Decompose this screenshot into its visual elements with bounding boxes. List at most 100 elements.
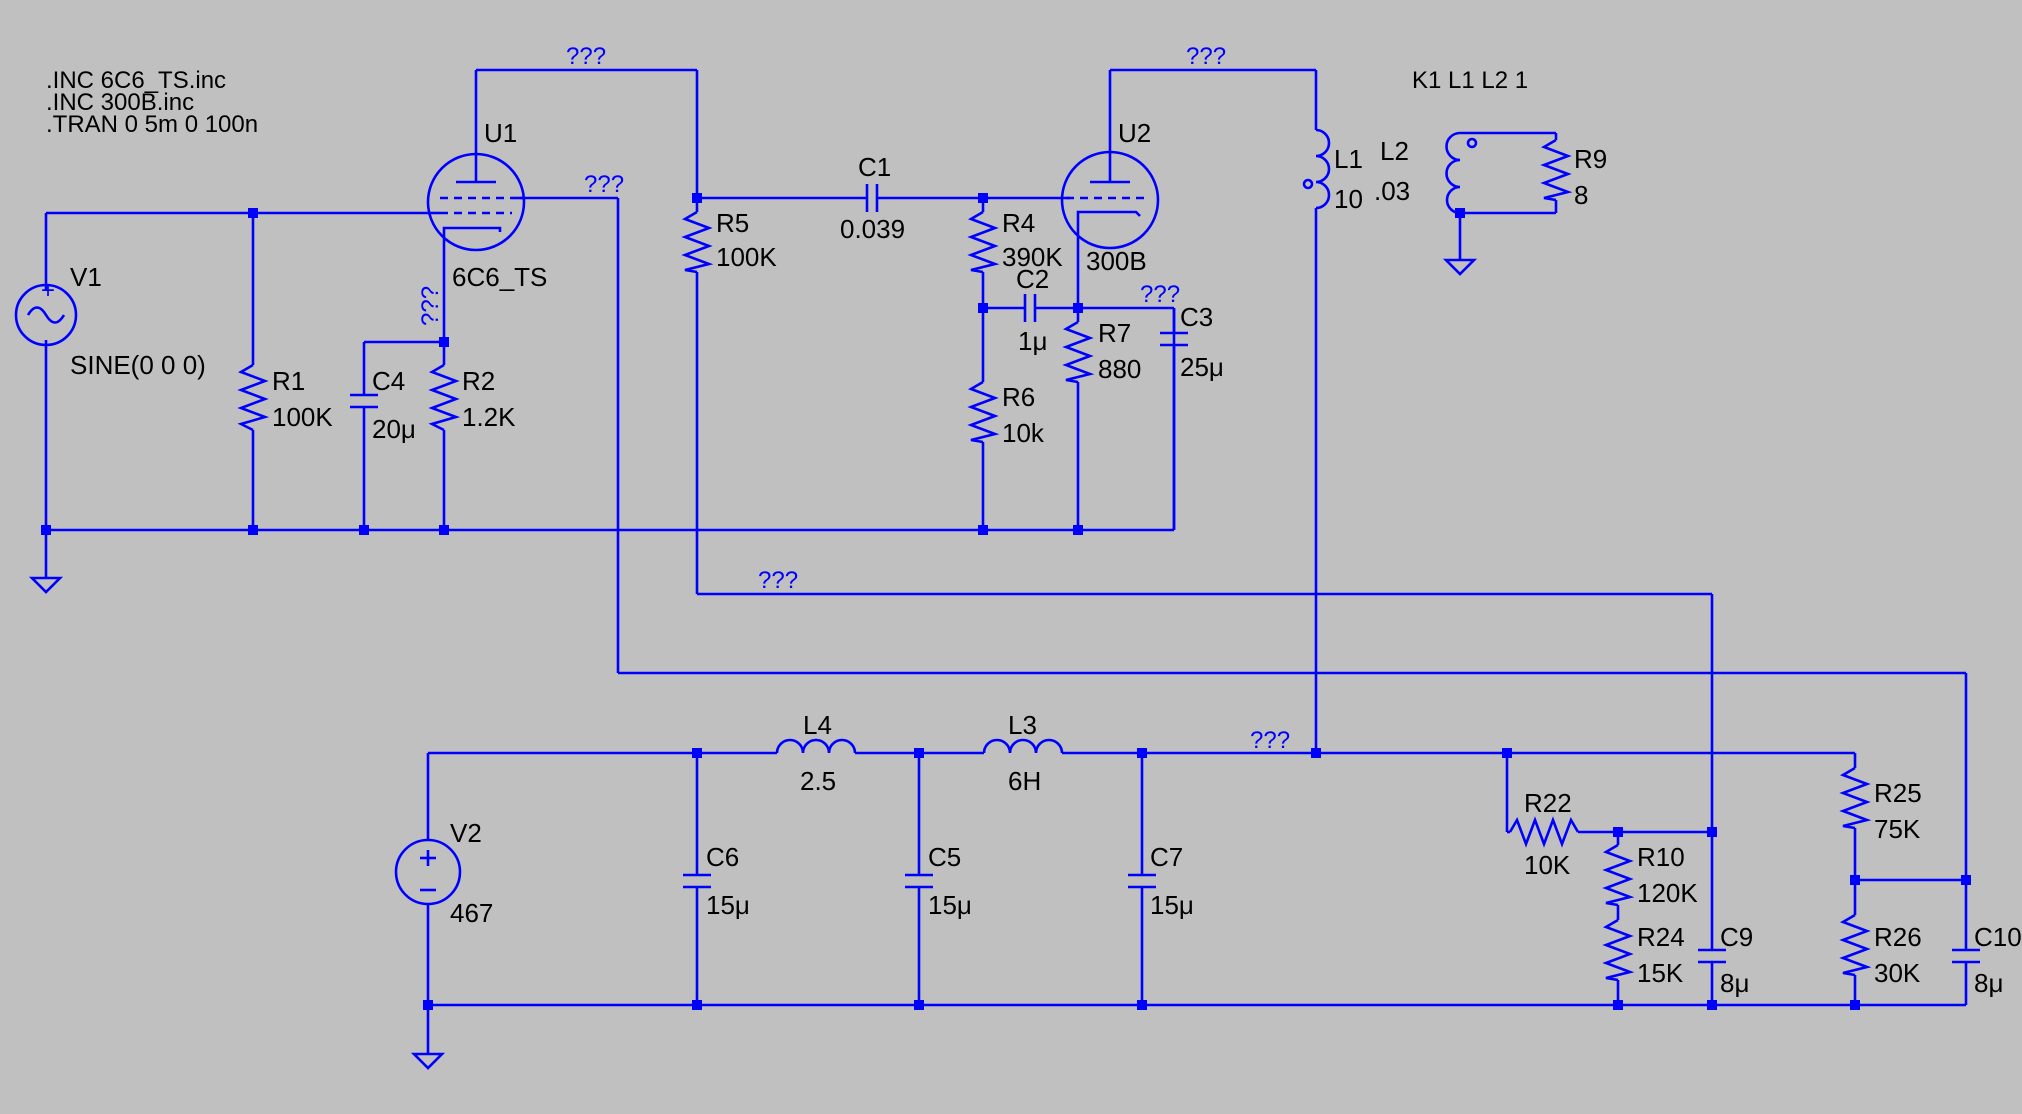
net-label-u2-plate: ??? — [1186, 43, 1226, 70]
c2-name: C2 — [1016, 264, 1049, 294]
ground-symbol-speaker — [1442, 258, 1478, 276]
ground-symbol-supply — [410, 1052, 446, 1070]
capacitor-c9[interactable] — [1698, 948, 1726, 964]
resistor-r9[interactable] — [1540, 138, 1573, 202]
l3-name: L3 — [1008, 710, 1037, 740]
r22-value: 10K — [1524, 850, 1571, 880]
r5-name: R5 — [716, 208, 749, 238]
capacitor-c7[interactable] — [1128, 873, 1156, 889]
resistor-r22[interactable] — [1508, 816, 1580, 848]
tube-u2[interactable] — [1060, 150, 1160, 250]
net-label-u1-cathode: ??? — [417, 286, 444, 326]
net-label-u1-screen: ??? — [584, 171, 624, 198]
inductor-l1[interactable] — [1302, 128, 1331, 210]
l1-name: L1 — [1334, 144, 1363, 174]
r24-value: 15K — [1637, 958, 1684, 988]
r2-name: R2 — [462, 366, 495, 396]
capacitor-c1[interactable] — [865, 184, 879, 212]
r26-name: R26 — [1874, 922, 1922, 952]
r26-value: 30K — [1874, 958, 1921, 988]
c10-name: C10 — [1974, 922, 2022, 952]
c7-name: C7 — [1150, 842, 1183, 872]
l4-value: 2.5 — [800, 766, 836, 796]
c1-name: C1 — [858, 152, 891, 182]
r5-value: 100K — [716, 242, 777, 272]
directive-tran[interactable]: .TRAN 0 5m 0 100n — [46, 111, 258, 138]
resistor-r26[interactable] — [1839, 913, 1872, 977]
u1-name: U1 — [484, 118, 517, 148]
r22-name: R22 — [1524, 788, 1572, 818]
r25-value: 75K — [1874, 814, 1921, 844]
u2-value: 300B — [1086, 246, 1147, 276]
capacitor-c4[interactable] — [350, 393, 378, 409]
c5-value: 15μ — [928, 890, 972, 920]
r10-name: R10 — [1637, 842, 1685, 872]
c1-value: 0.039 — [840, 214, 905, 244]
inductor-l2[interactable] — [1445, 131, 1478, 215]
net-label-r5-supply: ??? — [758, 567, 798, 594]
resistor-r10[interactable] — [1602, 843, 1635, 907]
u1-value: 6C6_TS — [452, 262, 547, 292]
ground-symbol-input — [28, 576, 64, 594]
v2-name: V2 — [450, 818, 482, 848]
svg-text:+: + — [41, 277, 55, 304]
c9-name: C9 — [1720, 922, 1753, 952]
directive-inc-300b[interactable]: .INC 300B.inc — [46, 89, 194, 116]
r9-value: 8 — [1574, 180, 1588, 210]
tube-u1[interactable] — [426, 152, 526, 252]
c9-value: 8μ — [1720, 968, 1749, 998]
net-label-u1-plate: ??? — [566, 43, 606, 70]
c2-value: 1μ — [1018, 326, 1047, 356]
resistor-r5[interactable] — [681, 210, 714, 274]
v2-value: 467 — [450, 898, 493, 928]
c4-name: C4 — [372, 366, 405, 396]
r7-name: R7 — [1098, 318, 1131, 348]
r10-value: 120K — [1637, 878, 1698, 908]
directive-coupling[interactable]: K1 L1 L2 1 — [1412, 67, 1528, 94]
resistor-r25[interactable] — [1839, 766, 1872, 830]
l2-name: L2 — [1380, 136, 1409, 166]
u2-name: U2 — [1118, 118, 1151, 148]
c6-value: 15μ — [706, 890, 750, 920]
v1-name: V1 — [70, 262, 102, 292]
r1-value: 100K — [272, 402, 333, 432]
l1-value: 10 — [1334, 184, 1363, 214]
net-label-b-plus: ??? — [1250, 727, 1290, 754]
c3-value: 25μ — [1180, 352, 1224, 382]
v1-value: SINE(0 0 0) — [70, 350, 206, 380]
resistor-r24[interactable] — [1602, 918, 1635, 982]
resistor-r6[interactable] — [967, 380, 1000, 444]
l2-value: .03 — [1374, 176, 1410, 206]
r25-name: R25 — [1874, 778, 1922, 808]
directive-inc-6c6[interactable]: .INC 6C6_TS.inc — [46, 67, 226, 94]
l3-value: 6H — [1008, 766, 1041, 796]
capacitor-c6[interactable] — [683, 873, 711, 889]
net-label-u2-cathode: ??? — [1140, 281, 1180, 308]
r6-name: R6 — [1002, 382, 1035, 412]
r6-value: 10k — [1002, 418, 1045, 448]
capacitor-c5[interactable] — [905, 873, 933, 889]
source-v1[interactable]: + — [14, 277, 78, 347]
capacitor-c2[interactable] — [1023, 294, 1037, 322]
r1-name: R1 — [272, 366, 305, 396]
c7-value: 15μ — [1150, 890, 1194, 920]
resistor-r2[interactable] — [428, 363, 461, 432]
inductor-l4[interactable] — [775, 738, 857, 754]
r4-name: R4 — [1002, 208, 1035, 238]
resistor-r1[interactable] — [237, 363, 270, 432]
inductor-l3[interactable] — [982, 738, 1064, 754]
r9-name: R9 — [1574, 144, 1607, 174]
source-v2[interactable] — [394, 838, 462, 906]
c3-name: C3 — [1180, 302, 1213, 332]
capacitor-c3[interactable] — [1160, 331, 1188, 347]
r2-value: 1.2K — [462, 402, 516, 432]
r7-value: 880 — [1098, 354, 1141, 384]
c6-name: C6 — [706, 842, 739, 872]
l4-name: L4 — [803, 710, 832, 740]
r4-value: 390K — [1002, 242, 1063, 272]
resistor-r4[interactable] — [967, 210, 1000, 274]
capacitor-c10[interactable] — [1952, 948, 1980, 964]
resistor-r7[interactable] — [1062, 320, 1095, 384]
c4-value: 20μ — [372, 414, 416, 444]
